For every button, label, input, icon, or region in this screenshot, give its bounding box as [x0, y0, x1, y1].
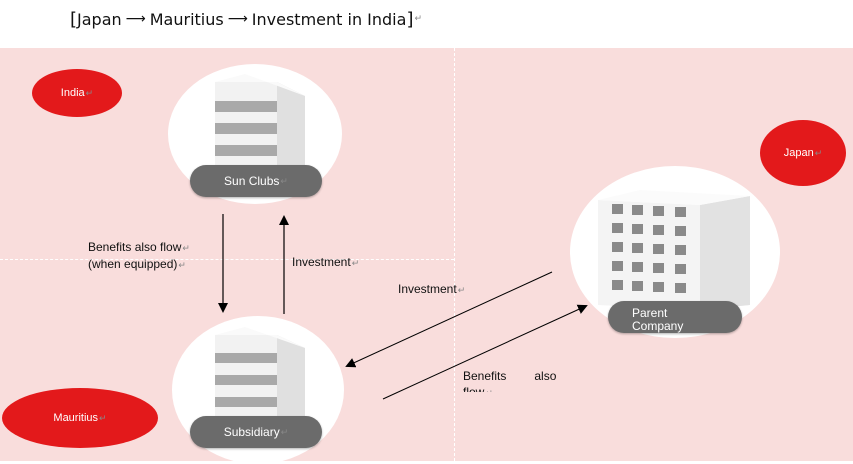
header-arrow-1: ⟶: [125, 11, 146, 27]
arrow-investment-left: [345, 271, 553, 368]
parent-company-text-1: Parent: [632, 306, 668, 320]
benefits-flow-label-right: Benefits also flow↵: [463, 368, 556, 392]
return-mark-icon: ↵: [182, 242, 190, 253]
benefits-left-line2: (when equipped): [88, 256, 178, 271]
vertical-divider: [454, 48, 455, 461]
benefits-right-word2: also: [534, 369, 557, 383]
parent-company-label: Parent Company: [608, 301, 742, 333]
subsidiary-label: Subsidiary↵: [190, 416, 322, 448]
investment-right-text: Investment: [398, 282, 457, 296]
return-mark-icon: ↵: [178, 259, 186, 270]
return-mark-icon: ↵: [280, 175, 288, 186]
arrow-benefits-right: [382, 304, 588, 400]
parent-company-building-icon: [598, 190, 750, 310]
region-japan: Japan↵: [760, 120, 846, 186]
return-mark-icon: ↵: [280, 426, 289, 437]
header-from: Japan: [77, 9, 122, 29]
region-mauritius: Mauritius↵: [2, 388, 158, 448]
investment-left-text: Investment: [292, 255, 351, 269]
return-mark-icon: ↵: [99, 412, 107, 423]
sun-clubs-label: Sun Clubs↵: [190, 165, 322, 197]
sun-clubs-building-icon: [215, 74, 305, 170]
header-arrow-2: ⟶: [227, 11, 248, 27]
return-mark-icon: ↵: [457, 284, 466, 295]
diagram-header: [ Japan ⟶ Mauritius ⟶ Investment in Indi…: [70, 6, 422, 32]
header-open-bracket: [: [70, 8, 78, 30]
benefits-right-word1: Benefits: [463, 369, 507, 383]
sun-clubs-text: Sun Clubs: [224, 174, 280, 188]
header-to: Investment in India: [251, 9, 407, 29]
region-india: India↵: [32, 69, 122, 117]
parent-company-text-2: Company: [632, 319, 684, 333]
return-mark-icon: ↵: [814, 147, 823, 158]
subsidiary-building-icon: [215, 327, 305, 420]
region-india-label: India: [60, 87, 85, 99]
region-mauritius-label: Mauritius: [53, 412, 99, 424]
horizontal-divider: [0, 259, 454, 260]
header-via: Mauritius: [149, 9, 224, 29]
region-japan-label: Japan: [783, 147, 814, 159]
investment-label-left: Investment↵: [292, 254, 359, 271]
return-mark-icon: ↵: [414, 14, 423, 24]
benefits-left-line1: Benefits also flow: [88, 240, 182, 254]
benefits-right-line2: flow: [463, 385, 485, 392]
investment-label-right: Investment↵: [398, 281, 465, 298]
subsidiary-text: Subsidiary: [223, 425, 280, 439]
header-close-bracket: ]: [406, 8, 414, 30]
benefits-flow-label-left: Benefits also flow↵ (when equipped)↵: [88, 239, 190, 273]
return-mark-icon: ↵: [485, 388, 493, 392]
return-mark-icon: ↵: [85, 87, 94, 98]
return-mark-icon: ↵: [351, 257, 360, 268]
